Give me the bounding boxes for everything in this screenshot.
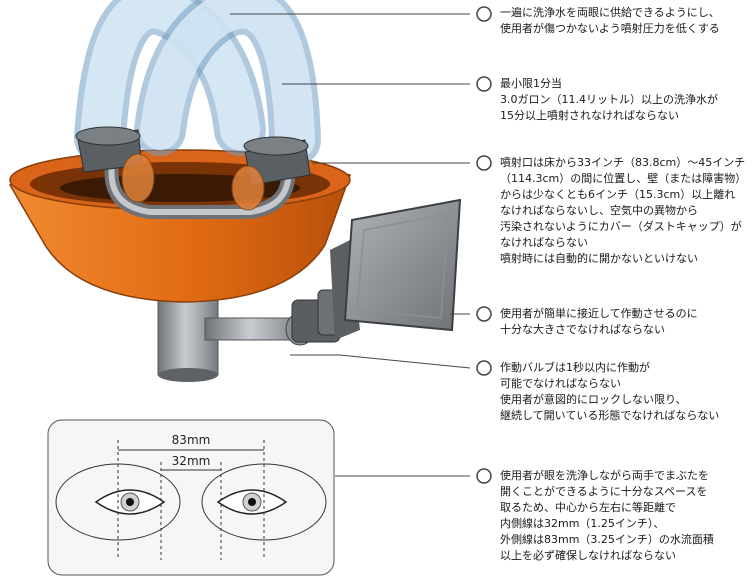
callout-marker-3 <box>476 155 492 171</box>
leader-lines <box>230 13 471 477</box>
callout-5: 作動バルブは1秒以内に作動が 可能でなければならない 使用者が意図的にロックしな… <box>500 361 720 422</box>
outer-dimension-label: 83mm <box>172 433 211 447</box>
callout-marker-4 <box>476 306 492 322</box>
inner-dimension-label: 32mm <box>172 454 211 468</box>
nozzle-left <box>75 126 155 203</box>
callout-marker-2 <box>476 76 492 92</box>
callout-marker-6 <box>476 468 492 484</box>
callout-3: 噴射口は床から33インチ（83.8cm）～45インチ （114.3cm）の間に位… <box>500 156 747 265</box>
nozzle-right <box>231 136 311 211</box>
nozzle-pipes <box>104 148 296 219</box>
callout-6: 使用者が眼を洗浄しながら両手でまぶたを 開くことができるように十分なスペースを … <box>500 469 714 562</box>
callout-marker-5 <box>476 360 492 376</box>
callout-1: 一遍に洗浄水を両眼に供給できるようにし、 使用者が傷つかないよう噴射圧力を低くす… <box>500 6 720 35</box>
callout-markers <box>476 6 492 484</box>
spray-area-panel: 83mm 32mm <box>47 419 335 576</box>
callout-4: 使用者が簡単に接近して作動させるのに 十分な大きさでなければならない <box>500 307 698 336</box>
callout-marker-1 <box>476 6 492 22</box>
push-handle <box>330 198 462 340</box>
water-streams <box>74 0 321 166</box>
callout-2: 最小限1分当 3.0ガロン（11.4リットル）以上の洗浄水が 15分以上噴射され… <box>500 77 718 122</box>
